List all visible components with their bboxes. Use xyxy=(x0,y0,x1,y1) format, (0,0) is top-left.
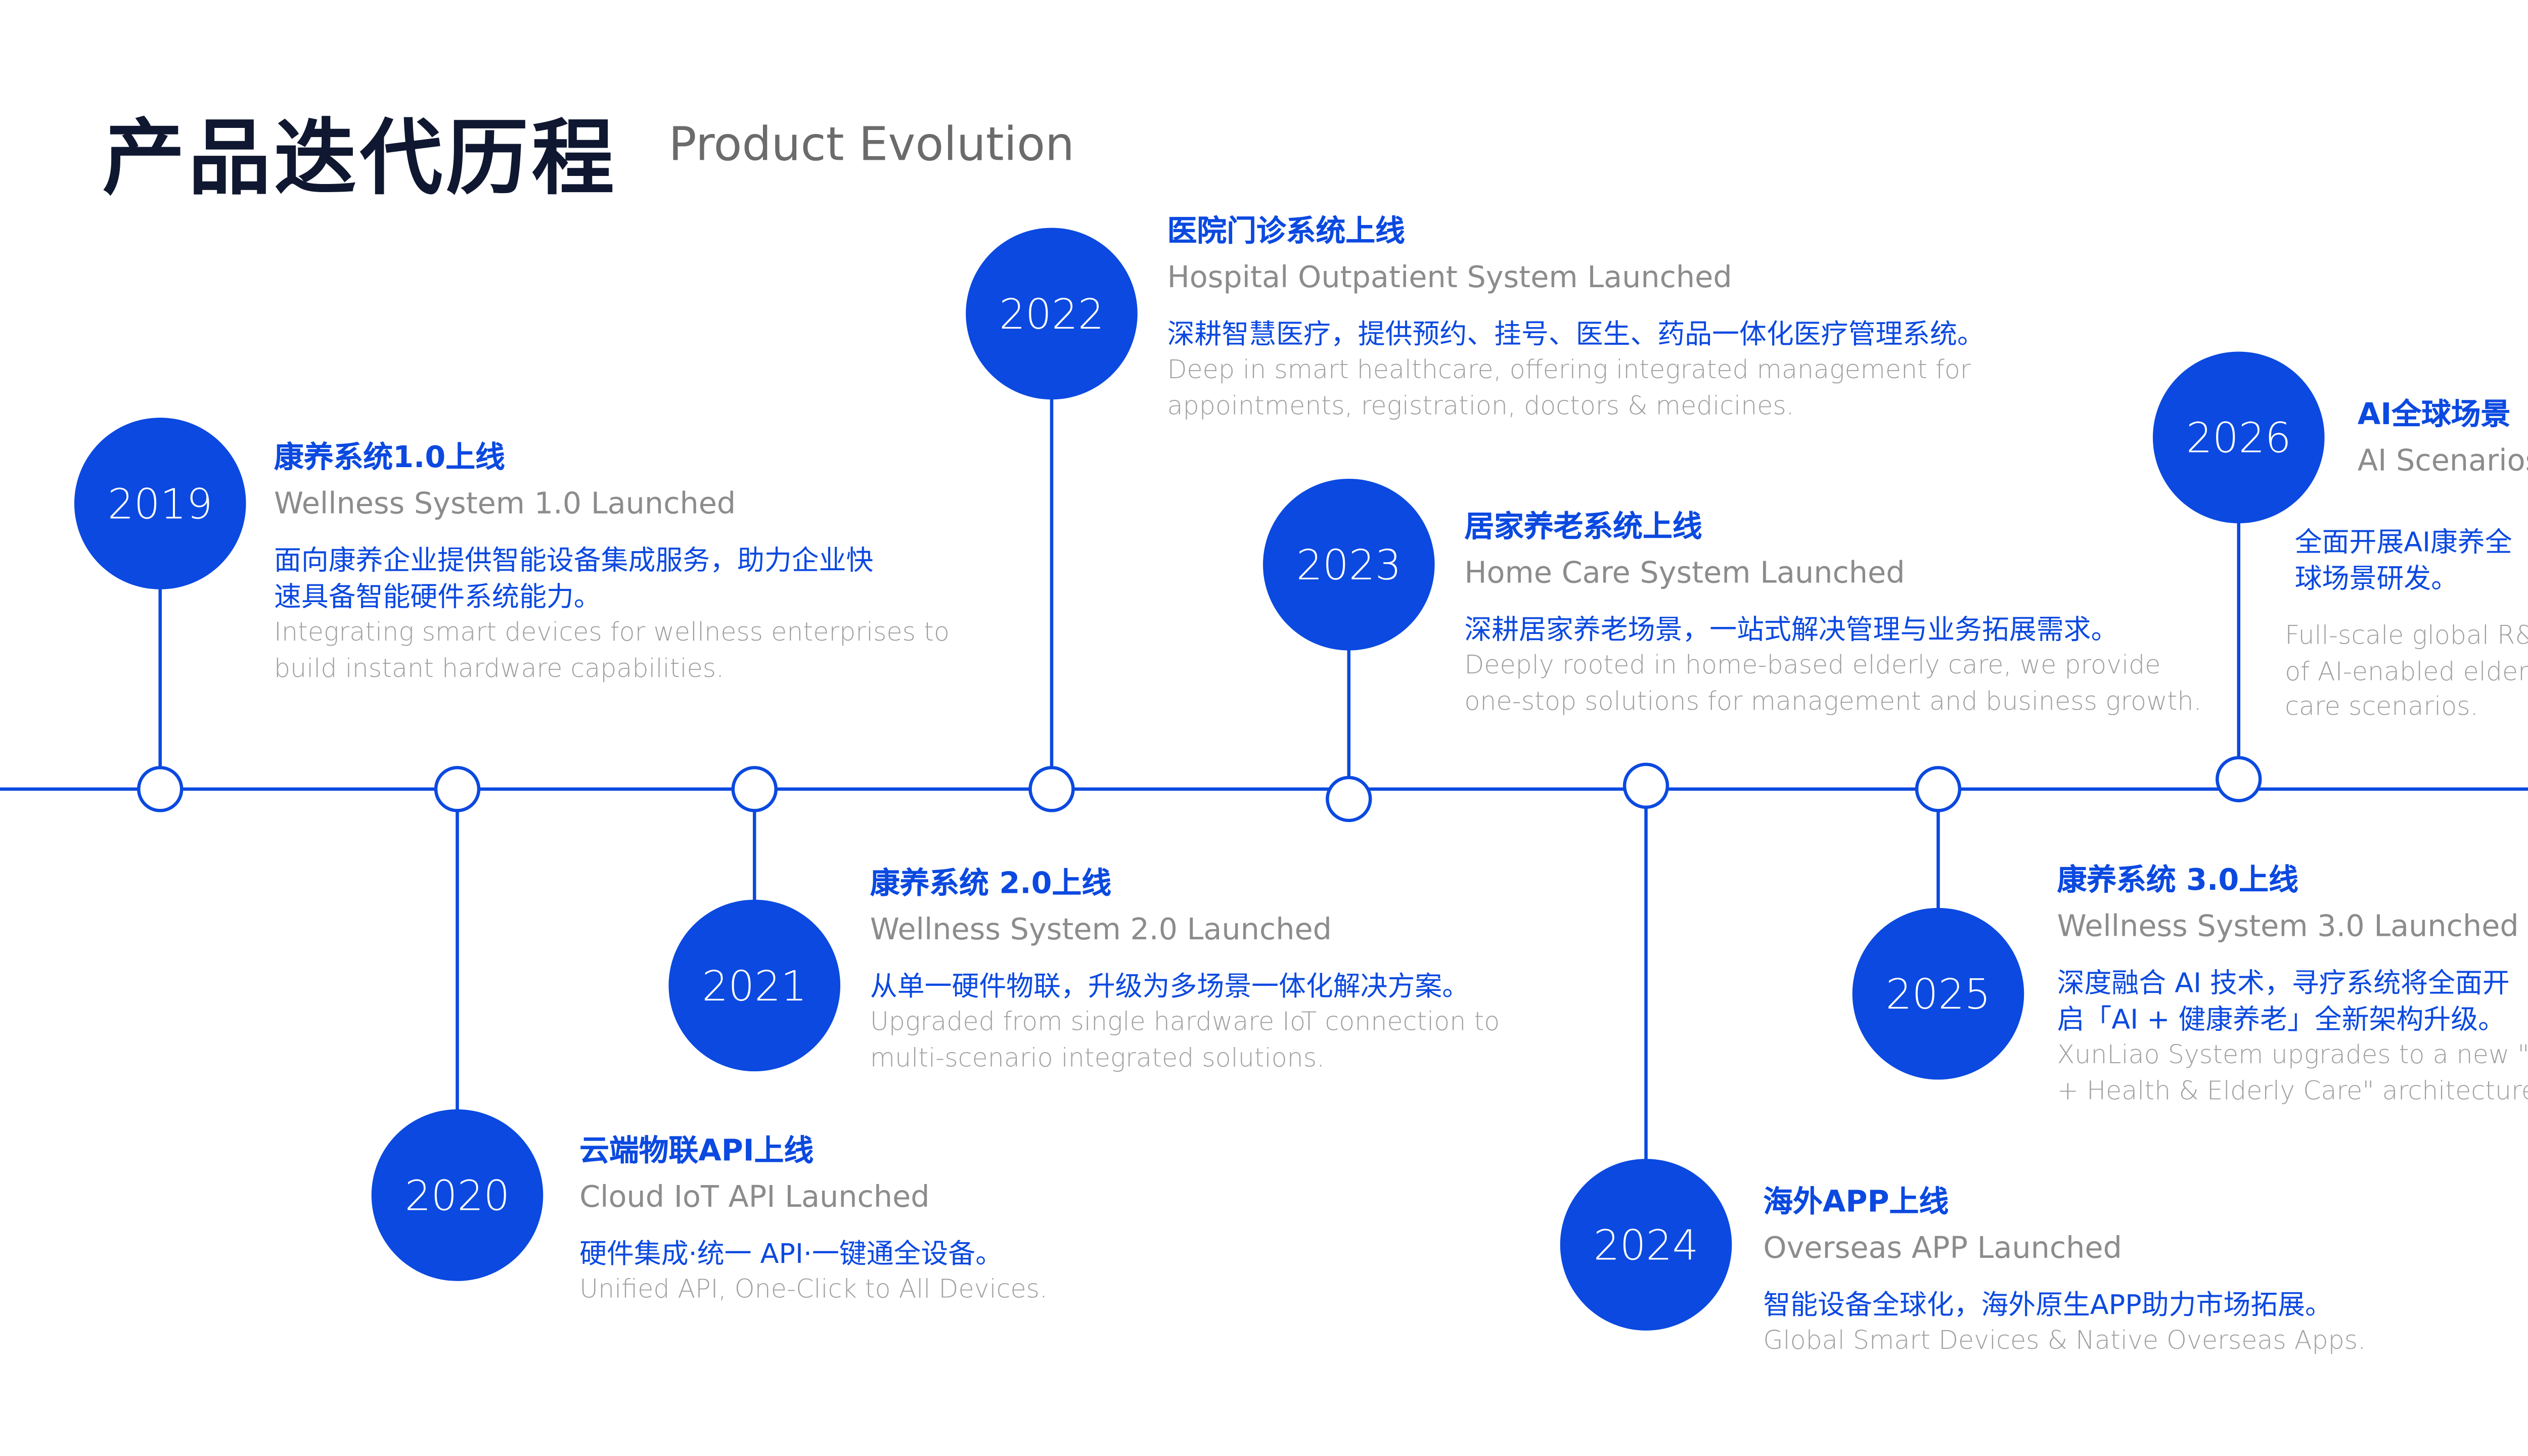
connector-line xyxy=(2237,437,2241,780)
connector-line xyxy=(1644,786,1648,1245)
year-badge: 2026 xyxy=(2152,351,2325,524)
desc-cn-line: 速具备智能硬件系统能力。 xyxy=(274,581,601,613)
milestone-title-cn: 居家养老系统上线 xyxy=(1464,510,1702,545)
milestone-title-en: AI Scenarios xyxy=(2357,444,2528,479)
milestone-title-en: Overseas APP Launched xyxy=(1763,1231,2122,1266)
milestone-text: AI全球场景 AI Scenarios xyxy=(2358,393,2528,485)
year-label: 2026 xyxy=(2186,413,2291,462)
timeline-node xyxy=(1622,762,1669,809)
desc-cn-line: 深耕智慧医疗，提供预约、挂号、医生、药品一体化医疗管理系统。 xyxy=(1167,318,1984,350)
year-label: 2025 xyxy=(1885,970,1991,1018)
timeline-node xyxy=(1028,766,1075,812)
connector-line xyxy=(752,789,756,986)
milestone-title-cn: AI全球场景 xyxy=(2357,397,2511,433)
milestone-text: 居家养老系统上线 Home Care System Launched 深耕居家养… xyxy=(1464,505,2201,719)
desc-en-line: Upgraded from single hardware IoT connec… xyxy=(870,1007,1500,1037)
milestone-title-cn: 康养系统 2.0上线 xyxy=(870,867,1112,901)
desc-cn-line: 智能设备全球化，海外原生APP助力市场拓展。 xyxy=(1763,1289,2332,1321)
connector-line xyxy=(456,789,459,1196)
year-badge: 2021 xyxy=(668,899,841,1072)
milestone-desc-en: Full-scale global R&D of AI-enabled elder… xyxy=(2285,619,2528,725)
year-badge: 2022 xyxy=(966,228,1138,400)
desc-en-line: + Health & Elderly Care" architecture. xyxy=(2057,1075,2528,1106)
timeline-node xyxy=(731,766,778,812)
milestone-text: 海外APP上线 Overseas APP Launched 智能设备全球化，海外… xyxy=(1763,1180,2366,1359)
year-badge: 2023 xyxy=(1262,478,1435,651)
milestone-title-en: Wellness System 1.0 Launched xyxy=(274,487,736,522)
year-badge: 2019 xyxy=(74,418,246,589)
year-badge: 2020 xyxy=(371,1109,544,1281)
year-label: 2022 xyxy=(999,290,1104,338)
desc-en-line: of AI-enabled elderly xyxy=(2285,656,2528,686)
connector-line xyxy=(158,503,162,789)
milestone-title-cn: 云端物联API上线 xyxy=(579,1134,814,1169)
desc-en-line: multi-scenario integrated solutions. xyxy=(870,1042,1325,1072)
milestone-text: 康养系统1.0上线 Wellness System 1.0 Launched 面… xyxy=(274,436,950,687)
milestone-text: 康养系统 2.0上线 Wellness System 2.0 Launched … xyxy=(870,861,1500,1076)
desc-cn-line: 全面开展AI康养全 xyxy=(2294,526,2512,558)
desc-en-line: Deeply rooted in home-based elderly care… xyxy=(1464,650,2161,680)
desc-en-line: Integrating smart devices for wellness e… xyxy=(274,617,950,648)
page-subtitle: Product Evolution xyxy=(668,117,1074,172)
desc-en-line: one-stop solutions for management and bu… xyxy=(1464,686,2202,716)
milestone-text: 云端物联API上线 Cloud IoT API Launched 硬件集成·统一… xyxy=(579,1129,1048,1308)
desc-cn-line: 深度融合 AI 技术，寻疗系统将全面开 xyxy=(2057,967,2510,999)
timeline-node xyxy=(137,766,184,812)
timeline-node xyxy=(2216,756,2262,802)
milestone-title-cn: 康养系统1.0上线 xyxy=(274,440,505,476)
desc-en-line: care scenarios. xyxy=(2285,692,2478,721)
timeline-axis xyxy=(0,787,2528,791)
desc-cn-line: 从单一硬件物联，升级为多场景一体化解决方案。 xyxy=(870,971,1470,1003)
desc-en-line: appointments, registration, doctors & me… xyxy=(1167,390,1794,421)
milestone-title-en: Hospital Outpatient System Launched xyxy=(1167,260,1732,296)
desc-en-line: Full-scale global R&D xyxy=(2285,620,2528,651)
desc-cn-line: 球场景研发。 xyxy=(2294,563,2459,595)
page-title: 产品迭代历程 xyxy=(102,110,618,207)
desc-cn-line: 启「AI + 健康养老」全新架构升级。 xyxy=(2057,1004,2506,1035)
timeline-node xyxy=(1326,776,1372,823)
connector-line xyxy=(1050,313,1054,789)
year-label: 2023 xyxy=(1296,540,1402,589)
milestone-title-cn: 医院门诊系统上线 xyxy=(1167,214,1405,250)
milestone-title-en: Cloud IoT API Launched xyxy=(579,1180,930,1215)
year-label: 2020 xyxy=(404,1171,510,1219)
desc-en-line: Global Smart Devices & Native Overseas A… xyxy=(1763,1326,2366,1355)
milestone-title-cn: 康养系统 3.0上线 xyxy=(2057,863,2298,898)
milestone-title-en: Home Care System Launched xyxy=(1464,556,1905,591)
milestone-title-cn: 海外APP上线 xyxy=(1763,1185,1949,1220)
desc-cn-line: 深耕居家养老场景，一站式解决管理与业务拓展需求。 xyxy=(1464,614,2118,646)
milestone-title-en: Wellness System 3.0 Launched xyxy=(2057,909,2519,944)
desc-en-line: Unified API, One-Click to All Devices. xyxy=(579,1274,1048,1304)
timeline-node xyxy=(434,766,481,812)
connector-line xyxy=(1347,564,1351,799)
year-label: 2021 xyxy=(702,962,807,1010)
year-badge: 2025 xyxy=(1852,907,2024,1080)
desc-en-line: Deep in smart healthcare, offering integ… xyxy=(1167,355,1971,385)
desc-en-line: XunLiao System upgrades to a new "AI xyxy=(2057,1040,2528,1070)
connector-line xyxy=(1936,789,1940,994)
timeline-node xyxy=(1915,766,1962,812)
desc-cn-line: 面向康养企业提供智能设备集成服务，助力企业快 xyxy=(274,544,874,576)
desc-en-line: build instant hardware capabilities. xyxy=(274,653,725,683)
milestone-text: 康养系统 3.0上线 Wellness System 3.0 Launched … xyxy=(2057,858,2528,1109)
milestone-title-en: Wellness System 2.0 Launched xyxy=(870,913,1332,948)
year-badge: 2024 xyxy=(1560,1159,1732,1331)
year-label: 2024 xyxy=(1593,1220,1699,1269)
milestone-text: 医院门诊系统上线 Hospital Outpatient System Laun… xyxy=(1167,210,1984,424)
year-label: 2019 xyxy=(107,479,213,528)
milestone-desc-cn: 全面开展AI康养全球场景研发。 xyxy=(2295,525,2512,598)
desc-cn-line: 硬件集成·统一 API·一键通全设备。 xyxy=(579,1238,1003,1270)
